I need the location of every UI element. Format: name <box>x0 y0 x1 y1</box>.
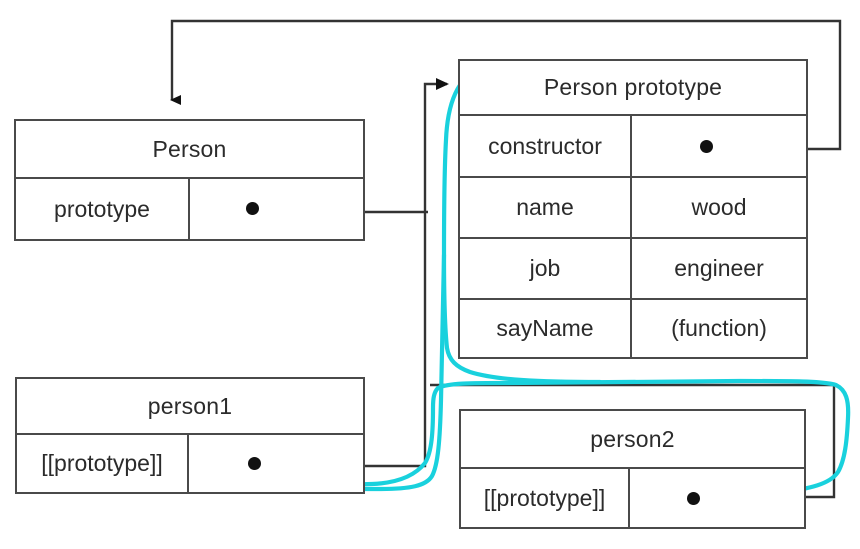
reference-dot <box>700 140 713 153</box>
node-person[interactable]: Person prototype <box>14 119 365 241</box>
node-person-prototype-row-sayname[interactable]: sayName (function) <box>460 300 806 357</box>
node-person-prototype-row-job[interactable]: job engineer <box>460 239 806 300</box>
reference-dot <box>687 492 700 505</box>
property-key-name: name <box>460 178 632 237</box>
property-key-job: job <box>460 239 632 298</box>
node-person-row-prototype[interactable]: prototype <box>16 179 363 239</box>
property-key-sayname: sayName <box>460 300 632 357</box>
reference-dot <box>248 457 261 470</box>
node-person2-row-prototype[interactable]: [[prototype]] <box>461 469 804 527</box>
property-key-prototype: prototype <box>16 179 190 239</box>
property-value-prototype-ref <box>190 179 363 239</box>
property-key-internal-prototype: [[prototype]] <box>461 469 630 527</box>
node-person-prototype-title: Person prototype <box>460 61 806 116</box>
node-person2-title: person2 <box>461 411 804 469</box>
property-value-job: engineer <box>674 255 764 281</box>
node-person-title: Person <box>16 121 363 179</box>
property-value-constructor-ref <box>632 116 806 176</box>
property-value-name: wood <box>691 194 747 220</box>
node-person-prototype-row-constructor[interactable]: constructor <box>460 116 806 178</box>
property-value-sayname: (function) <box>671 315 767 341</box>
node-person1[interactable]: person1 [[prototype]] <box>15 377 365 494</box>
property-value-internal-prototype-ref <box>189 435 363 492</box>
node-person1-row-prototype[interactable]: [[prototype]] <box>17 435 363 492</box>
node-person-prototype[interactable]: Person prototype constructor name wood j… <box>458 59 808 359</box>
reference-dot <box>246 202 259 215</box>
node-person-prototype-row-name[interactable]: name wood <box>460 178 806 239</box>
node-person2[interactable]: person2 [[prototype]] <box>459 409 806 529</box>
property-value-internal-prototype-ref <box>630 469 804 527</box>
property-key-constructor: constructor <box>460 116 632 176</box>
property-key-internal-prototype: [[prototype]] <box>17 435 189 492</box>
node-person1-title: person1 <box>17 379 363 435</box>
